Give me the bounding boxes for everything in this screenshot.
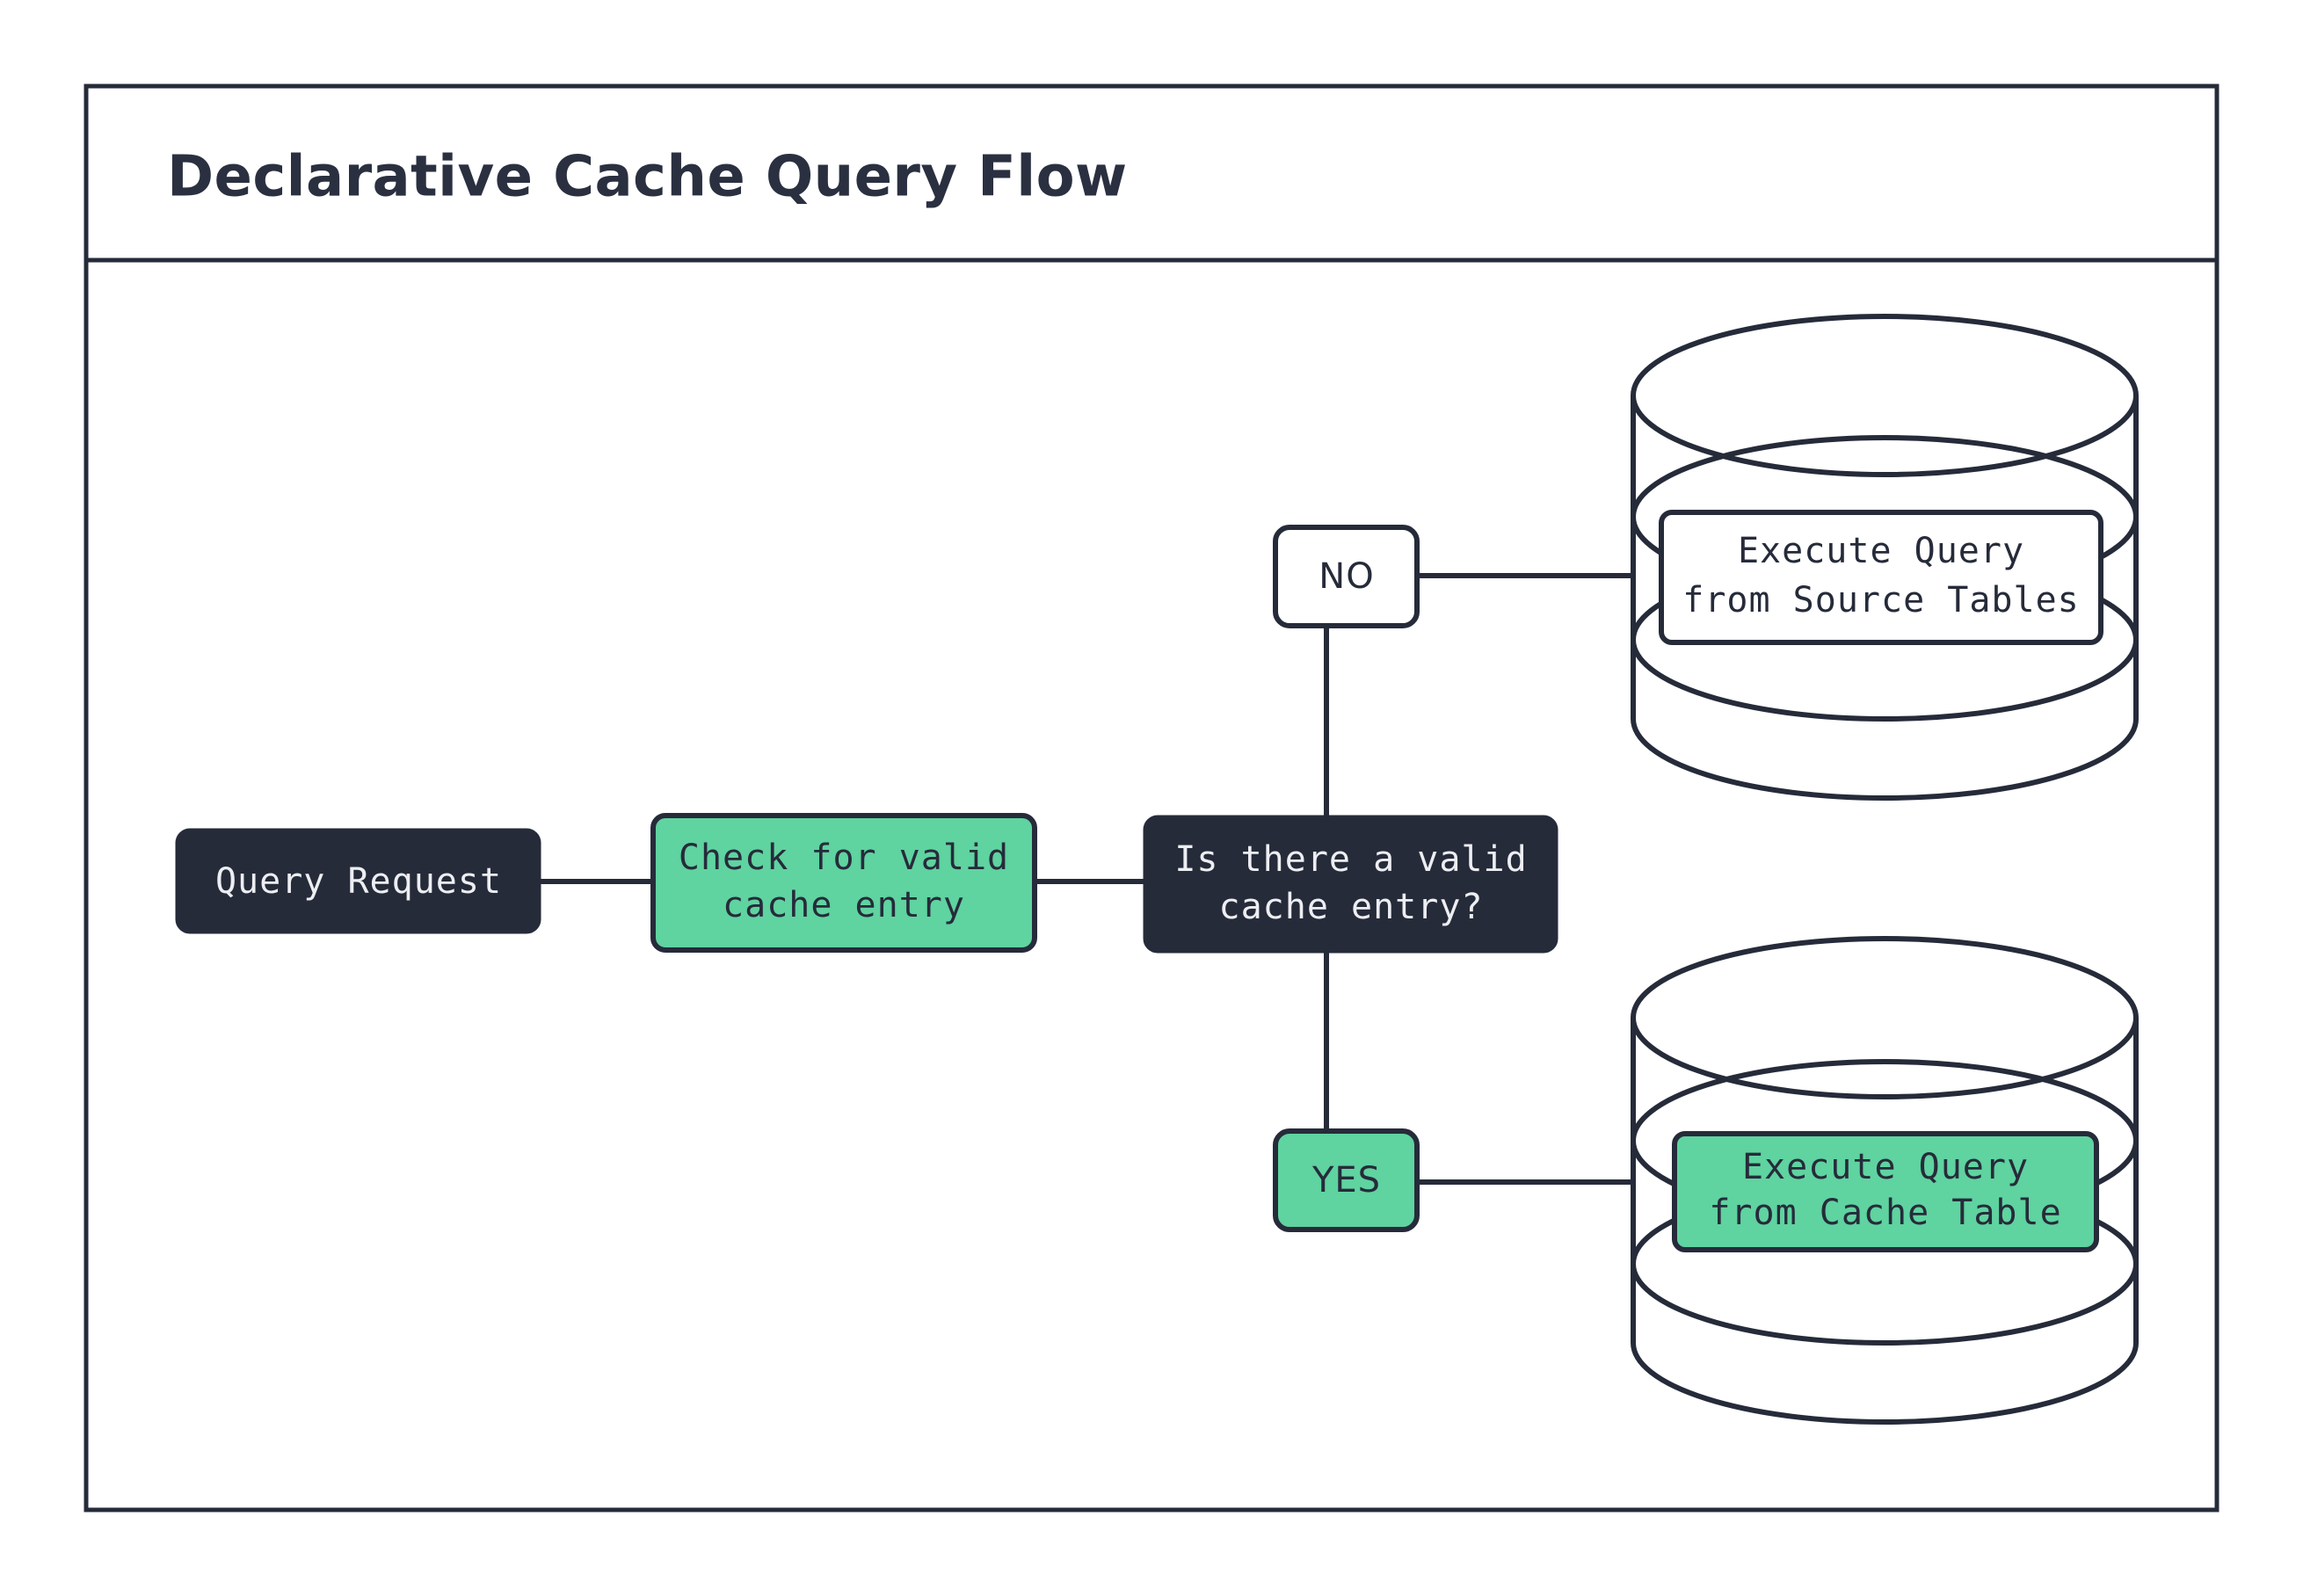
- node-check-cache-entry[interactable]: Check for valid cache entry: [650, 813, 1037, 953]
- no-branch-box[interactable]: [1273, 525, 1420, 628]
- query-request-label: Query Request: [215, 861, 502, 902]
- decision-label-line1: Is there a valid: [1174, 839, 1527, 880]
- check-cache-label-line2: cache entry: [723, 885, 965, 925]
- source-db-disc-top: [1631, 314, 2139, 477]
- source-db-label-box: [1659, 510, 2103, 645]
- check-cache-label-line1: Check for valid: [679, 838, 1009, 878]
- yes-branch-box[interactable]: [1273, 1128, 1420, 1232]
- source-db-label-line2: from Source Tables: [1682, 580, 2079, 620]
- check-cache-box[interactable]: [650, 813, 1037, 953]
- yes-branch-text: YES: [1311, 1160, 1381, 1201]
- node-decision-valid-cache[interactable]: Is there a valid cache entry?: [1143, 815, 1558, 954]
- cache-table-database: Execute Query from Cache Table: [1631, 936, 2139, 1425]
- cache-db-label-line2: from Cache Table: [1709, 1193, 2061, 1233]
- node-query-request[interactable]: Query Request: [175, 828, 541, 934]
- no-branch-text: NO: [1319, 556, 1374, 597]
- source-tables-database: Execute Query from Source Tables: [1631, 314, 2139, 801]
- branch-label-yes[interactable]: YES: [1273, 1128, 1420, 1232]
- cache-db-label-line1: Execute Query: [1742, 1147, 2029, 1187]
- cache-db-disc-top: [1631, 936, 2139, 1099]
- cache-db-base-arc: [1631, 1342, 2139, 1425]
- source-db-label-line1: Execute Query: [1738, 531, 2024, 571]
- query-request-box[interactable]: [175, 828, 541, 934]
- branch-label-no[interactable]: NO: [1273, 525, 1420, 628]
- source-db-base-arc: [1631, 718, 2139, 801]
- page-title: Declarative Cache Query Flow: [167, 145, 1128, 210]
- decision-box[interactable]: [1143, 815, 1558, 954]
- decision-label-line2: cache entry?: [1219, 887, 1484, 927]
- cache-db-label-box: [1672, 1131, 2099, 1252]
